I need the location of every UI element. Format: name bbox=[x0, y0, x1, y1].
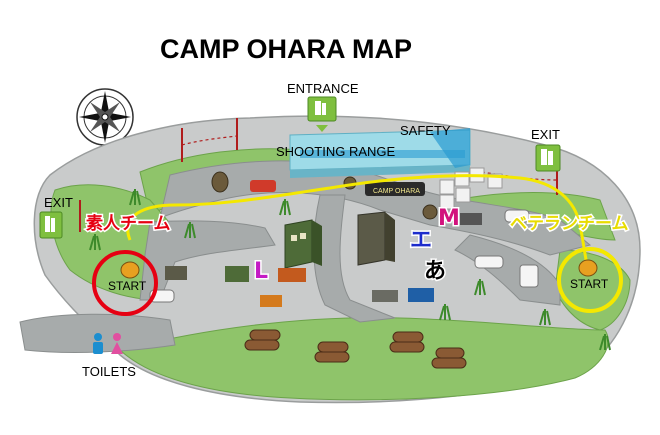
beginner-team-label: 素人チーム bbox=[86, 214, 171, 234]
tank-icon bbox=[165, 266, 398, 302]
camp-ohara-bus: CAMP OHARA bbox=[365, 182, 425, 196]
entrance-label: ENTRANCE bbox=[287, 81, 359, 96]
start-label-left: START bbox=[108, 279, 147, 293]
team-route bbox=[126, 174, 590, 269]
marker-M: M bbox=[438, 206, 460, 231]
safety-label: SAFETY bbox=[400, 123, 451, 138]
grass-icon bbox=[89, 189, 611, 351]
start-marker-icon bbox=[120, 259, 598, 279]
start-label-right: START bbox=[570, 277, 609, 291]
white-crates bbox=[439, 167, 503, 210]
exit-right-label: EXIT bbox=[531, 127, 560, 142]
grass-field-lower bbox=[118, 317, 609, 401]
grass-field-right-lower bbox=[554, 249, 631, 331]
cars bbox=[149, 209, 539, 303]
svg-text:CAMP OHARA: CAMP OHARA bbox=[373, 188, 420, 195]
toilets-label: TOILETS bbox=[82, 364, 136, 379]
shooting-range-label: SHOOTING RANGE bbox=[276, 144, 396, 159]
exit-sign-icon bbox=[39, 211, 63, 239]
veteran-team-label: ベテランチーム bbox=[510, 214, 629, 234]
barrels bbox=[211, 171, 438, 220]
exit-left-label: EXIT bbox=[44, 195, 73, 210]
toilet-male-icon bbox=[93, 333, 103, 354]
start-circle-beginner bbox=[92, 250, 158, 316]
truck-icon bbox=[250, 180, 482, 307]
exit-sign-icon bbox=[535, 144, 561, 172]
marker-A: あ bbox=[424, 259, 446, 284]
road-left-branch bbox=[139, 220, 276, 301]
boundary-line bbox=[181, 135, 558, 181]
start-circle-veteran bbox=[557, 247, 623, 313]
log-pile-icon bbox=[244, 329, 467, 369]
shooting-range-building bbox=[289, 128, 471, 178]
marker-L: L bbox=[254, 259, 268, 284]
toilet-female-icon bbox=[111, 333, 123, 354]
map-title: CAMP OHARA MAP bbox=[160, 34, 412, 64]
marker-E: エ bbox=[410, 228, 432, 253]
green-building-left bbox=[284, 219, 322, 269]
green-building-center bbox=[357, 211, 395, 266]
compass-icon bbox=[76, 88, 134, 146]
entrance-sign-icon bbox=[307, 96, 337, 132]
